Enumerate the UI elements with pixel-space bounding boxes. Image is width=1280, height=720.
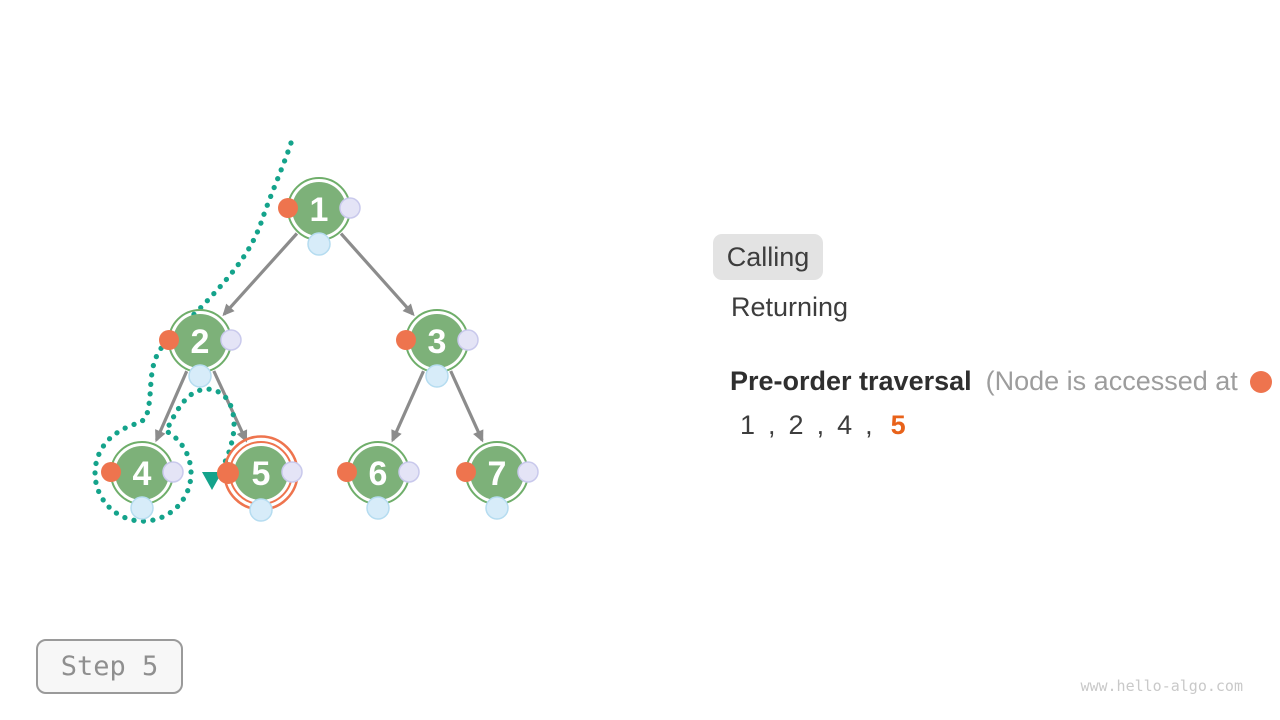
node-label: 4 <box>133 455 152 493</box>
bottom-dot-icon <box>249 498 273 522</box>
access-dot-icon <box>396 330 416 350</box>
sequence-separator: , <box>816 410 825 440</box>
right-dot-icon <box>457 329 479 351</box>
edge-1-2 <box>222 232 299 317</box>
traversal-heading-row: Pre-order traversal (Node is accessed at… <box>730 366 1280 397</box>
access-dot-legend-icon <box>1249 370 1272 393</box>
traversal-note-prefix: (Node is accessed at <box>985 366 1238 396</box>
right-dot-icon <box>398 461 420 483</box>
bottom-dot-icon <box>307 232 331 256</box>
traversal-note: (Node is accessed at ) <box>986 366 1280 397</box>
sequence-item-current: 5 <box>890 410 906 440</box>
sequence-item: 4 <box>837 410 853 440</box>
legend-calling-label: Calling <box>726 241 810 272</box>
bottom-dot-icon <box>425 364 449 388</box>
sequence-item: 2 <box>788 410 804 440</box>
tree-node-4: 4 <box>101 441 184 520</box>
edge-1-3 <box>339 232 415 317</box>
access-dot-icon <box>456 462 476 482</box>
node-label: 2 <box>191 323 210 361</box>
access-dot-icon <box>217 462 239 484</box>
node-circle <box>234 446 288 500</box>
edge-2-4 <box>155 370 189 443</box>
step-indicator: Step 5 <box>36 639 183 694</box>
traversal-arrow-icon <box>202 472 222 490</box>
access-dot-icon <box>101 462 121 482</box>
tree-node-2: 2 <box>159 309 242 388</box>
right-dot-icon <box>517 461 539 483</box>
edge-3-6 <box>391 370 425 443</box>
bottom-dot-icon <box>130 496 154 520</box>
right-dot-icon <box>162 461 184 483</box>
bottom-dot-icon <box>188 364 212 388</box>
tree-node-7: 7 <box>456 441 539 520</box>
access-dot-icon <box>159 330 179 350</box>
legend-returning-label: Returning <box>731 292 849 322</box>
node-circle <box>410 314 464 368</box>
access-dot-icon <box>278 198 298 218</box>
legend-calling-badge: Calling <box>713 234 823 280</box>
traversal-sequence: 1 , 2 , 4 , 5 <box>740 410 906 441</box>
step-indicator-label: Step 5 <box>60 651 159 682</box>
traversal-heading: Pre-order traversal <box>730 366 972 396</box>
bottom-dot-icon <box>485 496 509 520</box>
node-circle <box>351 446 405 500</box>
node-label: 7 <box>488 455 507 493</box>
node-label: 5 <box>252 455 271 493</box>
access-dot-icon <box>337 462 357 482</box>
node-circle <box>470 446 524 500</box>
bottom-dot-icon <box>366 496 390 520</box>
right-dot-icon <box>281 461 303 483</box>
node-circle <box>292 182 346 236</box>
node-circle <box>115 446 169 500</box>
tree-node-6: 6 <box>337 441 420 520</box>
edge-3-7 <box>449 370 484 443</box>
node-circle <box>173 314 227 368</box>
tree-node-3: 3 <box>396 309 479 388</box>
traversal-path <box>92 140 294 524</box>
tree-node-1: 1 <box>278 177 361 256</box>
right-dot-icon <box>220 329 242 351</box>
watermark: www.hello-algo.com <box>1080 677 1243 695</box>
node-label: 1 <box>310 191 329 229</box>
sequence-separator: , <box>768 410 776 440</box>
tree-node-5-current: 5 <box>217 435 303 522</box>
binary-tree-diagram: 1 2 3 4 <box>92 140 539 524</box>
tree-edges <box>155 232 484 443</box>
right-dot-icon <box>339 197 361 219</box>
sequence-item: 1 <box>740 410 756 440</box>
node-label: 6 <box>369 455 388 493</box>
sequence-separator: , <box>865 410 873 440</box>
node-label: 3 <box>428 323 447 361</box>
